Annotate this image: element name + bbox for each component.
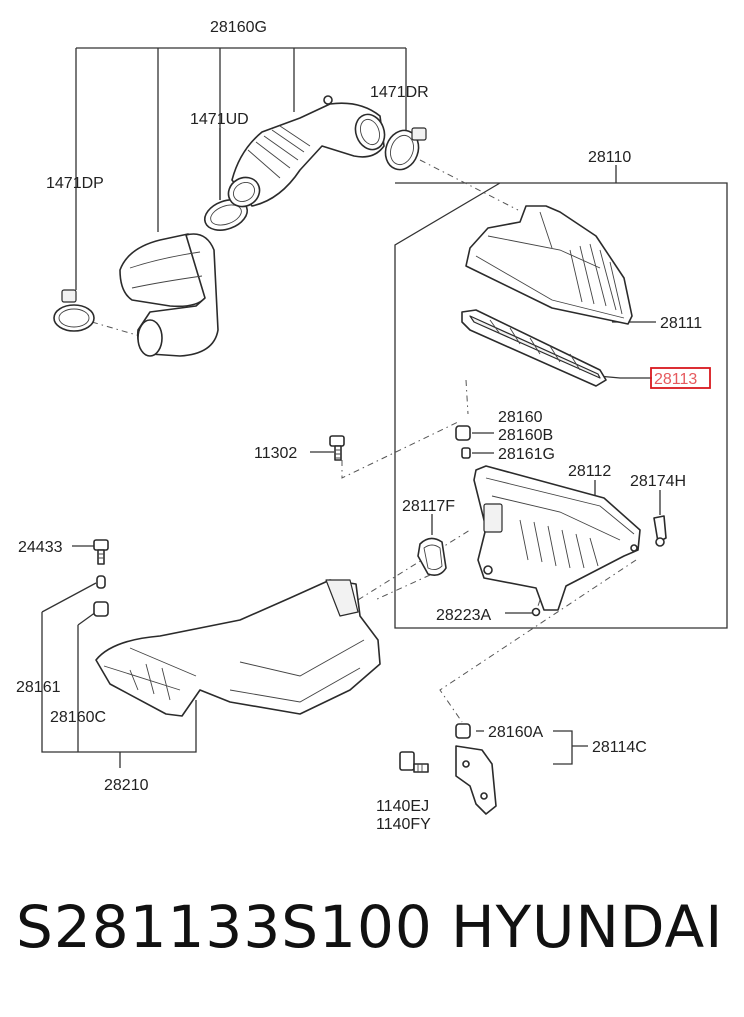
label-28210: 28210 [104,777,149,794]
label-1140fy: 1140FY [376,816,431,833]
label-28160c: 28160C [50,709,106,726]
label-28160g: 28160G [210,19,267,36]
label-1140ej: 1140EJ [376,798,429,815]
label-28114c: 28114C [592,739,647,756]
mount-pad-28117f [417,537,447,576]
label-28223a: 28223A [436,607,491,624]
part-labels: 28160G 1471DR 1471UD 1471DP 28110 28111 … [16,19,711,833]
label-28160b: 28160B [498,427,553,444]
label-28174h: 28174H [630,473,686,490]
air-cleaner-body [473,465,641,611]
label-28111: 28111 [660,315,702,332]
grommets-28160 [455,425,471,459]
label-11302: 11302 [254,445,297,462]
part-28223a [531,607,541,617]
label-28117f: 28117F [402,498,455,515]
label-1471dr: 1471DR [370,84,429,101]
clip-28174h [653,515,667,547]
intake-duct-lower [95,579,381,717]
label-24433: 24433 [18,539,63,556]
label-28161g: 28161G [498,446,555,463]
label-28160: 28160 [498,409,543,426]
label-28161: 28161 [16,679,61,696]
label-28113[interactable]: 28113 [654,371,697,388]
intake-duct-upper [119,233,219,357]
bolt-1140ej [399,751,429,773]
bracket-28114c [455,745,497,815]
intake-hose [227,95,386,208]
part-number: S281133S100 [16,893,433,961]
clamp-1471dp [53,289,95,332]
highlight-box-28113 [650,367,711,389]
clamp-1471dr [384,127,427,171]
clamp-1471ud [203,199,249,231]
label-1471dp: 1471DP [46,175,104,192]
brand-name: HYUNDAI [451,893,724,961]
label-28110: 28110 [588,149,631,166]
bolt-11302 [329,435,345,461]
label-1471ud: 1471UD [190,111,249,128]
label-28160a: 28160A [488,724,543,741]
grommet-28160a [455,723,471,739]
parts-diagram: 28160G 1471DR 1471UD 1471DP 28110 28111 … [16,19,728,833]
bolt-24433 [93,539,109,617]
air-cleaner-cover [465,205,633,325]
label-28112: 28112 [568,463,611,480]
air-filter-element [461,309,607,387]
